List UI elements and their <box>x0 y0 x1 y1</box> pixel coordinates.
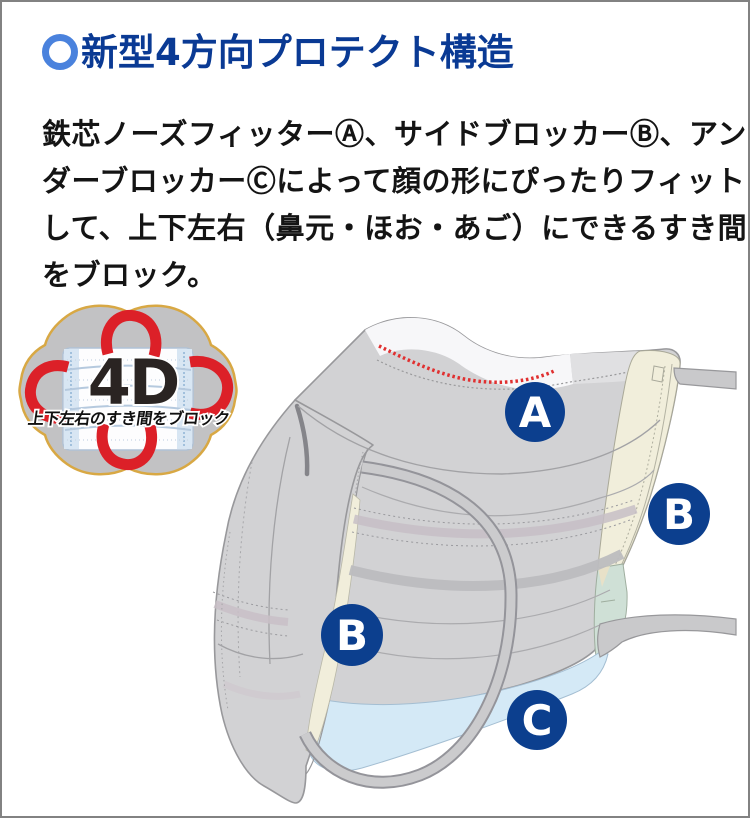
stitch-line <box>220 531 231 711</box>
badge-4d-text: 4D <box>88 346 179 419</box>
tan-fold <box>598 566 610 587</box>
description-line: して、上下左右（鼻元・ほお・あご）にできるすき間 <box>42 211 748 245</box>
rotation-swirl-icons <box>24 309 234 471</box>
ear-strap-bottom <box>597 614 737 658</box>
description-line: 鉄芯ノーズフィッターⒶ、サイドブロッカーⒷ、アン <box>42 117 747 151</box>
flap-stripe <box>222 680 301 700</box>
description-line: ダーブロッカーⒸによって顔の形にぴったりフィット <box>42 164 746 198</box>
stitch-line <box>603 365 666 587</box>
svg-text:B: B <box>663 490 695 539</box>
badge-caption: 上下左右のすき間をブロック <box>27 409 231 428</box>
svg-text:B: B <box>336 611 368 660</box>
section-header: 新型4方向プロテクト構造 <box>42 28 514 76</box>
stitch-line <box>376 359 646 390</box>
description-paragraph: 鉄芯ノーズフィッターⒶ、サイドブロッカーⒷ、アン ダーブロッカーⒸによって顔の形… <box>42 111 748 299</box>
ring-bullet-icon <box>42 34 78 70</box>
mask-flap <box>213 399 374 804</box>
4d-badge: 4D 上下左右のすき間をブロック <box>18 304 238 476</box>
flap-stripe <box>213 600 289 626</box>
section-title: 新型4方向プロテクト構造 <box>81 30 514 74</box>
flap-pleat-line <box>217 643 304 660</box>
swirl-bottom-icon <box>96 422 157 471</box>
under-blocker <box>303 651 609 772</box>
mask-diagram: A B B C <box>212 317 737 804</box>
svg-text:C: C <box>522 696 553 745</box>
description-line: をブロック。 <box>42 258 217 292</box>
mask-icon <box>62 347 194 451</box>
swirl-left-icon <box>24 360 70 425</box>
label-b-left: B <box>321 604 383 666</box>
label-b-right: B <box>648 483 710 545</box>
red-stitch-line <box>378 344 555 384</box>
ear-strap-top <box>673 367 737 390</box>
strap-weld-tab <box>651 365 665 383</box>
flap-pleat-line <box>268 436 291 665</box>
swirl-top-icon <box>101 309 162 358</box>
ear-loop <box>299 460 518 789</box>
stitch-line <box>212 591 290 637</box>
svg-text:A: A <box>519 388 552 437</box>
nose-fitter-strip <box>365 317 573 390</box>
flap-crease <box>294 403 310 477</box>
swirl-right-icon <box>188 355 234 420</box>
label-c: C <box>507 690 567 750</box>
label-a: A <box>505 382 565 442</box>
